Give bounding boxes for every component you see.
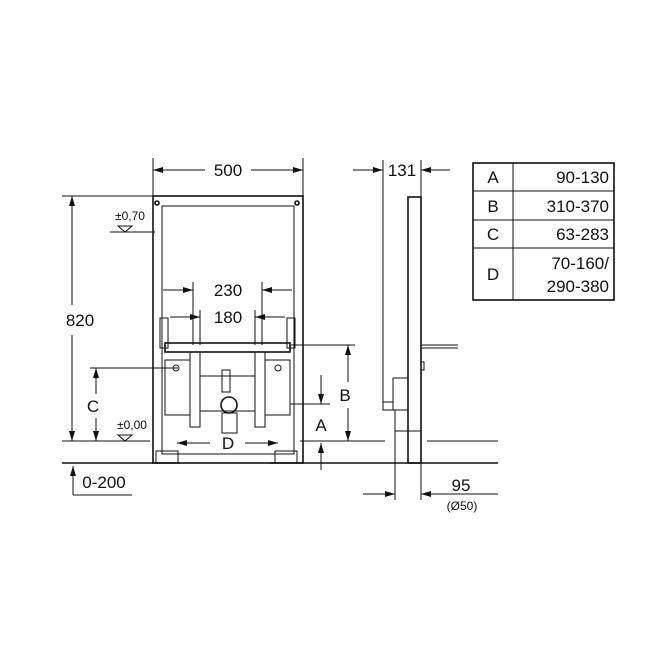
label-b: B: [339, 386, 350, 405]
row-key: D: [487, 265, 499, 284]
row-key: C: [487, 225, 499, 244]
row-value: 90-130: [556, 168, 609, 187]
label-d: D: [222, 434, 234, 453]
row-value: 70-160/: [551, 254, 609, 273]
level-zero-label: ±0,00: [117, 418, 147, 432]
floor-adjust-label: 0-200: [82, 473, 125, 492]
level-top-label: ±0,70: [115, 209, 145, 223]
width-label: 500: [214, 161, 242, 180]
table-row: B 310-370: [487, 197, 609, 216]
dimension-table: [472, 162, 615, 301]
height-label: 820: [66, 311, 94, 330]
spacing-outer-label: 230: [214, 281, 242, 300]
row-key: B: [487, 197, 498, 216]
label-a: A: [315, 416, 327, 435]
pipe-label: (Ø50): [447, 499, 478, 513]
row-value-2: 290-380: [547, 277, 609, 296]
label-c: C: [87, 397, 99, 416]
table-row: D 70-160/ 290-380: [487, 254, 609, 296]
front-frame: [152, 195, 304, 464]
side-view: [353, 160, 498, 500]
spacing-inner-label: 180: [214, 308, 242, 327]
offset-label: 95: [452, 476, 471, 495]
row-value: 310-370: [547, 197, 609, 216]
row-value: 63-283: [556, 225, 609, 244]
table-row: C 63-283: [487, 225, 609, 244]
table-row: A 90-130: [487, 168, 609, 187]
dimension-lines: [62, 158, 498, 496]
depth-label: 131: [388, 161, 416, 180]
row-key: A: [487, 168, 499, 187]
